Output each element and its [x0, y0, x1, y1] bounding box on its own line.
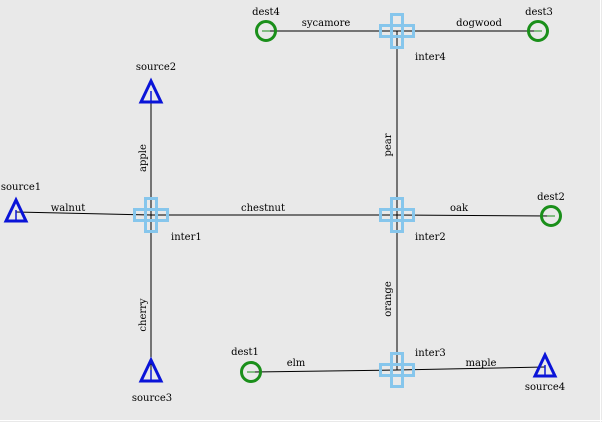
road-labels-group: walnut apple cherry chestnut oak pear orange el… [51, 18, 503, 369]
node-label-dest4: dest4 [252, 7, 280, 18]
road-label-maple: maple [466, 358, 497, 369]
node-dest3[interactable]: dest3 [525, 7, 553, 42]
destination-circle-icon[interactable] [527, 20, 549, 42]
node-inter1[interactable]: inter1 [133, 197, 202, 244]
node-label-source1: source1 [1, 182, 41, 193]
road-elm[interactable] [250, 369, 398, 373]
source-triangle-icon[interactable] [532, 351, 558, 378]
node-dest2[interactable]: dest2 [537, 192, 565, 227]
road-label-chestnut: chestnut [241, 203, 285, 214]
road-label-pear: pear [383, 133, 394, 156]
node-inter3[interactable]: inter3 [379, 348, 446, 388]
node-label-source3: source3 [132, 393, 172, 404]
road-oak[interactable] [396, 214, 552, 217]
road-label-dogwood: dogwood [456, 18, 502, 29]
node-label-dest2: dest2 [537, 192, 565, 203]
intersection-icon[interactable] [133, 197, 169, 233]
road-maple[interactable] [396, 366, 546, 371]
destination-circle-icon[interactable] [255, 20, 277, 42]
intersection-icon[interactable] [379, 197, 415, 233]
node-inter4[interactable]: inter4 [379, 13, 446, 64]
roads-group [15, 30, 552, 373]
road-label-orange: orange [383, 281, 394, 317]
source-triangle-icon[interactable] [138, 77, 164, 104]
road-label-cherry: cherry [138, 298, 149, 332]
road-label-elm: elm [287, 358, 306, 369]
destination-circle-icon[interactable] [540, 205, 562, 227]
node-label-dest3: dest3 [525, 7, 553, 18]
road-label-sycamore: sycamore [302, 18, 351, 29]
node-source1[interactable]: source1 [1, 182, 41, 223]
node-label-dest1: dest1 [231, 347, 259, 358]
node-dest1[interactable]: dest1 [231, 347, 262, 383]
road-walnut[interactable] [15, 211, 152, 216]
node-label-inter2: inter2 [415, 232, 446, 243]
node-label-source2: source2 [136, 62, 176, 73]
intersection-icon[interactable] [379, 352, 415, 388]
road-label-oak: oak [450, 203, 469, 214]
node-inter2[interactable]: inter2 [379, 197, 446, 244]
source-triangle-icon[interactable] [138, 356, 164, 383]
road-label-walnut: walnut [51, 203, 86, 214]
node-source2[interactable]: source2 [136, 62, 176, 104]
source-triangle-icon[interactable] [3, 196, 29, 223]
node-label-inter3: inter3 [415, 348, 446, 359]
node-dest4[interactable]: dest4 [252, 7, 280, 42]
road-label-apple: apple [138, 144, 149, 172]
node-label-inter1: inter1 [171, 232, 202, 243]
node-source4[interactable]: source4 [525, 351, 565, 393]
nodes-group: source1 source2 source3 source4 dest1 dest2 de… [1, 7, 565, 404]
node-source3[interactable]: source3 [132, 356, 172, 404]
node-label-source4: source4 [525, 382, 565, 393]
intersection-icon[interactable] [379, 13, 415, 49]
destination-circle-icon[interactable] [240, 361, 262, 383]
node-label-inter4: inter4 [415, 52, 446, 63]
